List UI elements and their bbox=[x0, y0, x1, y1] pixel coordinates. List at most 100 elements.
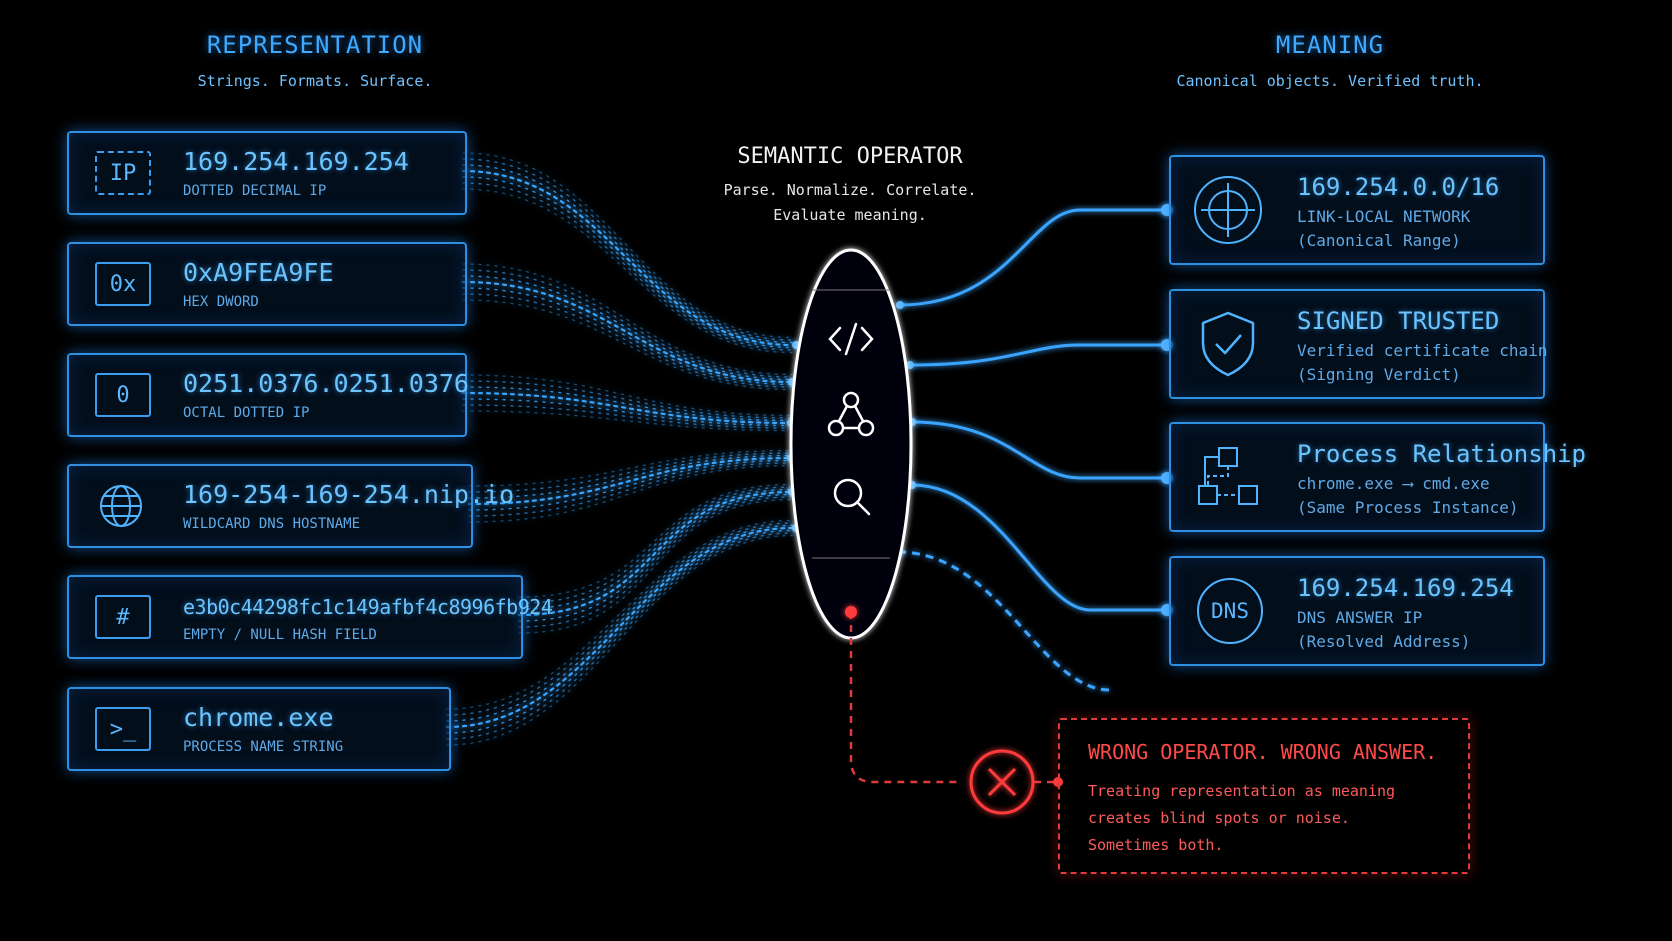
x-circle-icon bbox=[969, 749, 1035, 815]
connector-range bbox=[899, 208, 1167, 307]
error-body: Treating representation as meaning creat… bbox=[1088, 782, 1396, 854]
data-stream bbox=[468, 459, 793, 511]
error-box: WRONG OPERATOR. WRONG ANSWER. Treating r… bbox=[1058, 718, 1470, 874]
globe-icon bbox=[95, 485, 147, 527]
meaning-card-value: Process Relationship bbox=[1297, 440, 1586, 468]
meaning-card-dns: DNS 169.254.169.254 DNS ANSWER IP (Resol… bbox=[1169, 556, 1545, 666]
connector-signing bbox=[909, 343, 1167, 367]
meaning-card-note: (Canonical Range) bbox=[1297, 231, 1461, 250]
data-stream bbox=[462, 386, 793, 422]
data-stream bbox=[446, 519, 793, 710]
data-stream bbox=[462, 176, 793, 349]
data-stream bbox=[461, 169, 794, 347]
data-stream bbox=[445, 526, 794, 729]
dns-icon: DNS bbox=[1197, 578, 1263, 644]
data-stream bbox=[462, 263, 793, 376]
rep-card-value: e3b0c44298fc1c149afbf4c8996fb924 bbox=[183, 595, 553, 619]
meaning-card-value: 169.254.0.0/16 bbox=[1297, 173, 1500, 201]
globe-icon-svg bbox=[100, 485, 142, 527]
data-stream bbox=[446, 532, 793, 740]
data-stream bbox=[462, 182, 793, 351]
crosshair-icon bbox=[1193, 175, 1263, 245]
connector-process-1 bbox=[911, 420, 1167, 480]
error-title: WRONG OPERATOR. WRONG ANSWER. bbox=[1088, 740, 1438, 764]
data-stream bbox=[518, 496, 793, 628]
meaning-title: MEANING bbox=[1275, 31, 1385, 59]
meaning-card-range: 169.254.0.0/16 LINK-LOCAL NETWORK (Canon… bbox=[1169, 155, 1545, 265]
data-stream bbox=[462, 158, 793, 341]
data-stream bbox=[462, 188, 793, 354]
hash-icon: # bbox=[95, 595, 151, 639]
crosshair-icon-svg bbox=[1194, 176, 1262, 244]
data-stream bbox=[518, 486, 793, 604]
process-tree-icon-svg bbox=[1198, 447, 1258, 505]
process-tree-icon bbox=[1193, 442, 1263, 512]
rep-card-label: HEX DWORD bbox=[183, 294, 259, 310]
rep-card-value: 169.254.169.254 bbox=[183, 147, 409, 176]
meaning-card-note: (Same Process Instance) bbox=[1297, 498, 1519, 517]
rep-card-label: DOTTED DECIMAL IP bbox=[183, 183, 327, 199]
data-stream bbox=[446, 529, 793, 734]
meaning-card-label: chrome.exe ⟶ cmd.exe bbox=[1297, 474, 1490, 493]
rep-card-octal: 0 0251.0376.0251.0376 OCTAL DOTTED IP bbox=[67, 353, 469, 437]
data-stream bbox=[462, 299, 793, 391]
meaning-card-process: Process Relationship chrome.exe ⟶ cmd.ex… bbox=[1169, 422, 1586, 532]
data-stream bbox=[517, 490, 794, 617]
hex-icon: 0x bbox=[95, 262, 151, 306]
data-stream bbox=[468, 452, 793, 493]
data-stream bbox=[518, 498, 793, 634]
rep-card-label: WILDCARD DNS HOSTNAME bbox=[183, 516, 361, 532]
rep-card-value: 169-254-169-254.nip.io bbox=[183, 480, 515, 509]
data-stream bbox=[446, 524, 793, 722]
operator-subtitle-line2: Evaluate meaning. bbox=[773, 206, 927, 224]
data-stream bbox=[446, 522, 793, 716]
meaning-card-label: DNS ANSWER IP bbox=[1297, 608, 1423, 627]
data-stream bbox=[518, 493, 793, 622]
graph-icon bbox=[827, 391, 875, 437]
connector-dashed bbox=[897, 550, 1111, 692]
meaning-card-label: Verified certificate chain bbox=[1297, 341, 1548, 360]
shield-check-icon bbox=[1193, 309, 1263, 379]
rep-card-process-name: >_ chrome.exe PROCESS NAME STRING bbox=[67, 687, 451, 771]
operator-subtitle-line1: Parse. Normalize. Correlate. bbox=[723, 181, 977, 199]
data-stream bbox=[462, 164, 793, 344]
octal-icon: 0 bbox=[95, 373, 151, 417]
code-icon bbox=[828, 322, 874, 356]
rep-card-label: OCTAL DOTTED IP bbox=[183, 405, 310, 421]
terminal-icon: >_ bbox=[95, 707, 151, 751]
meaning-card-label: LINK-LOCAL NETWORK bbox=[1297, 207, 1471, 226]
data-stream bbox=[446, 534, 793, 746]
meaning-card-value: SIGNED TRUSTED bbox=[1297, 307, 1500, 335]
ip-icon: IP bbox=[95, 151, 151, 195]
meaning-card-note: (Resolved Address) bbox=[1297, 632, 1471, 651]
connector-process-2 bbox=[911, 483, 1167, 612]
data-stream bbox=[462, 293, 793, 388]
rep-card-label: EMPTY / NULL HASH FIELD bbox=[183, 627, 377, 643]
representation-title: REPRESENTATION bbox=[206, 31, 424, 59]
data-stream bbox=[462, 287, 793, 386]
rep-card-value: 0251.0376.0251.0376 bbox=[183, 369, 469, 398]
search-icon bbox=[833, 478, 871, 516]
meaning-card-signing: SIGNED TRUSTED Verified certificate chai… bbox=[1169, 289, 1548, 399]
data-stream bbox=[518, 488, 793, 610]
rep-card-dns-hostname: 169-254-169-254.nip.io WILDCARD DNS HOST… bbox=[67, 464, 514, 548]
meaning-card-value: 169.254.169.254 bbox=[1297, 574, 1514, 602]
rep-card-value: chrome.exe bbox=[183, 703, 334, 732]
data-stream bbox=[462, 152, 793, 339]
meaning-card-note: (Signing Verdict) bbox=[1297, 365, 1461, 384]
meaning-subtitle: Canonical objects. Verified truth. bbox=[1176, 72, 1484, 90]
operator-subtitle: Parse. Normalize. Correlate. Evaluate me… bbox=[680, 178, 1020, 228]
data-stream bbox=[468, 454, 793, 499]
rep-card-ip: IP 169.254.169.254 DOTTED DECIMAL IP bbox=[67, 131, 467, 215]
rep-card-hex: 0x 0xA9FEA9FE HEX DWORD bbox=[67, 242, 467, 326]
data-stream bbox=[467, 456, 794, 506]
data-stream bbox=[468, 449, 793, 487]
error-connector bbox=[849, 612, 958, 784]
operator-title: SEMANTIC OPERATOR bbox=[737, 144, 963, 169]
data-stream bbox=[518, 483, 793, 598]
data-stream bbox=[462, 269, 793, 378]
rep-card-label: PROCESS NAME STRING bbox=[183, 739, 344, 755]
semantic-operator-capsule bbox=[789, 248, 913, 640]
shield-check-icon-svg bbox=[1201, 311, 1255, 377]
